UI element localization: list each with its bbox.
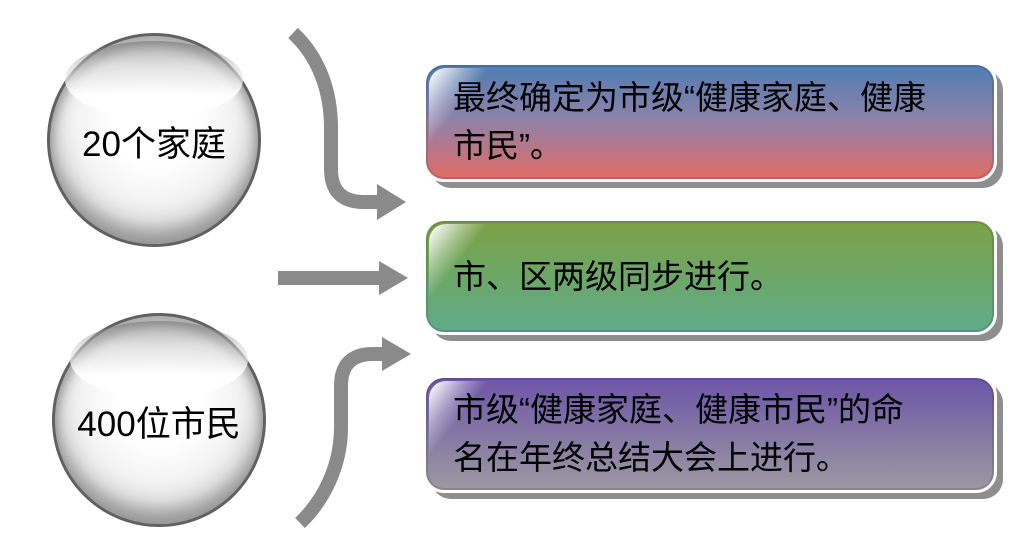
curved-arrow-down-icon <box>288 27 406 220</box>
straight-arrow-icon <box>278 261 408 295</box>
sphere-node-citizens-label: 400位市民 <box>77 404 241 444</box>
sphere-gloss-highlight <box>69 321 249 399</box>
sphere-node-families: 20个家庭 <box>47 33 261 247</box>
callout-box-final-naming-text: 最终确定为市级“健康家庭、健康市民”。 <box>453 79 926 164</box>
callout-box-two-levels: 市、区两级同步进行。 <box>423 218 997 335</box>
callout-box-yearend-meeting-text: 市级“健康家庭、健康市民”的命名在年终总结大会上进行。 <box>453 391 904 476</box>
sphere-node-citizens: 400位市民 <box>52 313 266 527</box>
callout-box-yearend-meeting: 市级“健康家庭、健康市民”的命名在年终总结大会上进行。 <box>423 375 997 493</box>
sphere-node-families-label: 20个家庭 <box>82 124 226 164</box>
callout-box-final-naming: 最终确定为市级“健康家庭、健康市民”。 <box>423 62 997 182</box>
sphere-gloss-highlight <box>64 41 244 119</box>
curved-arrow-up-icon <box>295 337 411 529</box>
callout-box-two-levels-text: 市、区两级同步进行。 <box>453 257 783 295</box>
